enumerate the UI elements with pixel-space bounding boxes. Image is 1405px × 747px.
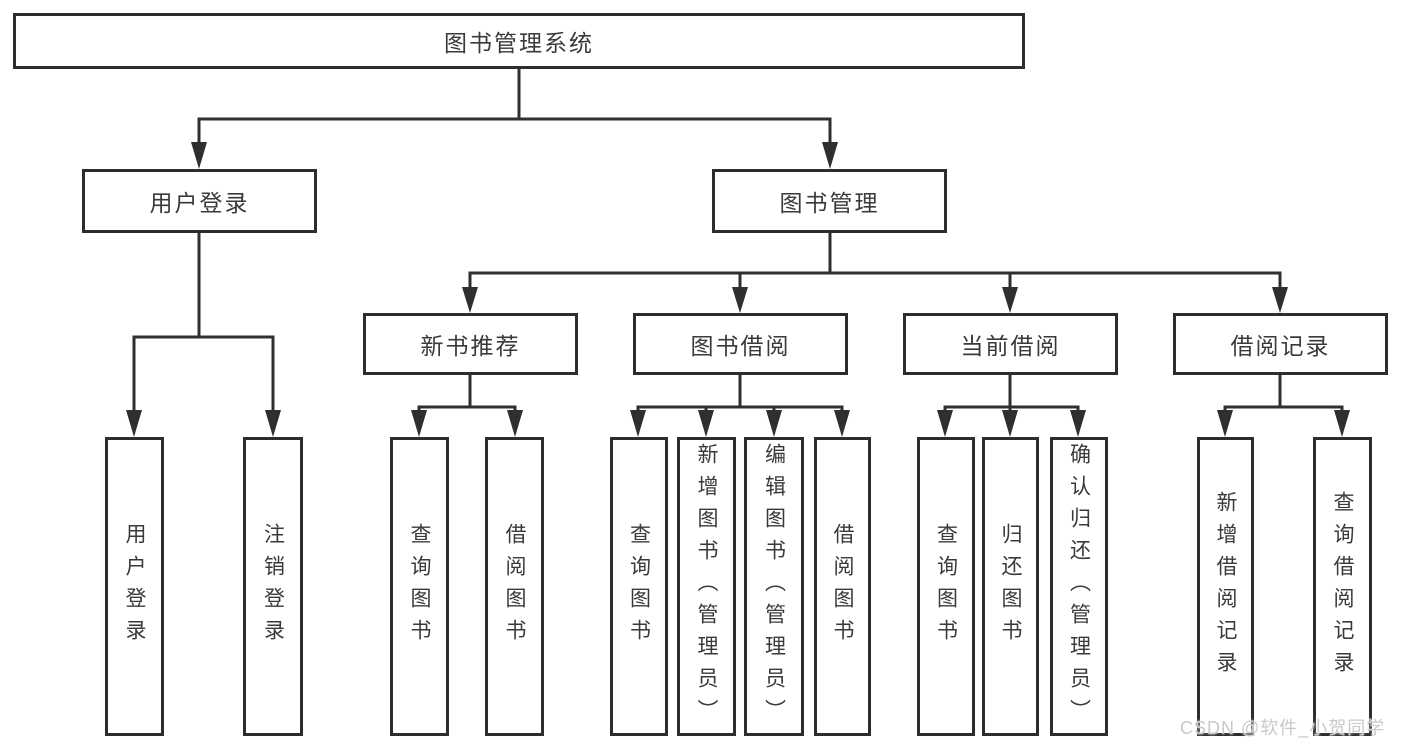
- node-leaf-user-login-label: 用户登录: [123, 522, 146, 651]
- node-leaf-edit-book-admin: 编辑图书（管理员）: [744, 437, 804, 736]
- node-leaf-query-borrow-record-label: 查询借阅记录: [1331, 490, 1354, 683]
- node-leaf-borrow-books-1-label: 借阅图书: [503, 522, 526, 651]
- node-leaf-confirm-return-admin-label: 确认归还（管理员）: [1067, 442, 1091, 731]
- node-root: 图书管理系统: [13, 13, 1025, 69]
- node-leaf-add-book-admin: 新增图书（管理员）: [677, 437, 736, 736]
- node-leaf-query-books-3-label: 查询图书: [934, 522, 958, 651]
- node-user-login: 用户登录: [82, 169, 317, 233]
- node-root-label: 图书管理系统: [444, 30, 594, 56]
- node-leaf-query-books-2: 查询图书: [610, 437, 668, 736]
- csdn-watermark: CSDN @软件_小贺同学: [1180, 718, 1386, 738]
- node-leaf-return-book-label: 归还图书: [999, 522, 1022, 651]
- node-new-book-recommend: 新书推荐: [363, 313, 578, 375]
- node-new-book-recommend-label: 新书推荐: [420, 333, 521, 359]
- node-leaf-user-login: 用户登录: [105, 437, 164, 736]
- node-current-borrow: 当前借阅: [903, 313, 1118, 375]
- arrowheads: [126, 142, 1350, 437]
- node-leaf-logout-label: 注销登录: [261, 522, 285, 651]
- node-leaf-borrow-books-2: 借阅图书: [814, 437, 871, 736]
- node-borrow-records: 借阅记录: [1173, 313, 1388, 375]
- node-book-management: 图书管理: [712, 169, 947, 233]
- node-leaf-query-books-1: 查询图书: [390, 437, 449, 736]
- node-leaf-add-borrow-record-label: 新增借阅记录: [1214, 490, 1237, 683]
- node-leaf-borrow-books-2-label: 借阅图书: [831, 522, 854, 651]
- node-leaf-add-book-admin-label: 新增图书（管理员）: [695, 442, 718, 731]
- node-book-borrow: 图书借阅: [633, 313, 848, 375]
- node-book-management-label: 图书管理: [779, 190, 880, 216]
- node-leaf-confirm-return-admin: 确认归还（管理员）: [1050, 437, 1108, 736]
- node-leaf-logout: 注销登录: [243, 437, 303, 736]
- node-leaf-query-books-1-label: 查询图书: [408, 522, 431, 651]
- node-leaf-edit-book-admin-label: 编辑图书（管理员）: [762, 442, 786, 731]
- node-leaf-query-books-2-label: 查询图书: [627, 522, 651, 651]
- node-leaf-query-books-3: 查询图书: [917, 437, 975, 736]
- node-leaf-add-borrow-record: 新增借阅记录: [1197, 437, 1254, 736]
- node-leaf-borrow-books-1: 借阅图书: [485, 437, 544, 736]
- node-leaf-return-book: 归还图书: [982, 437, 1039, 736]
- node-borrow-records-label: 借阅记录: [1230, 333, 1331, 359]
- node-leaf-query-borrow-record: 查询借阅记录: [1313, 437, 1372, 736]
- node-current-borrow-label: 当前借阅: [960, 333, 1061, 359]
- node-user-login-label: 用户登录: [149, 190, 250, 216]
- node-book-borrow-label: 图书借阅: [690, 333, 791, 359]
